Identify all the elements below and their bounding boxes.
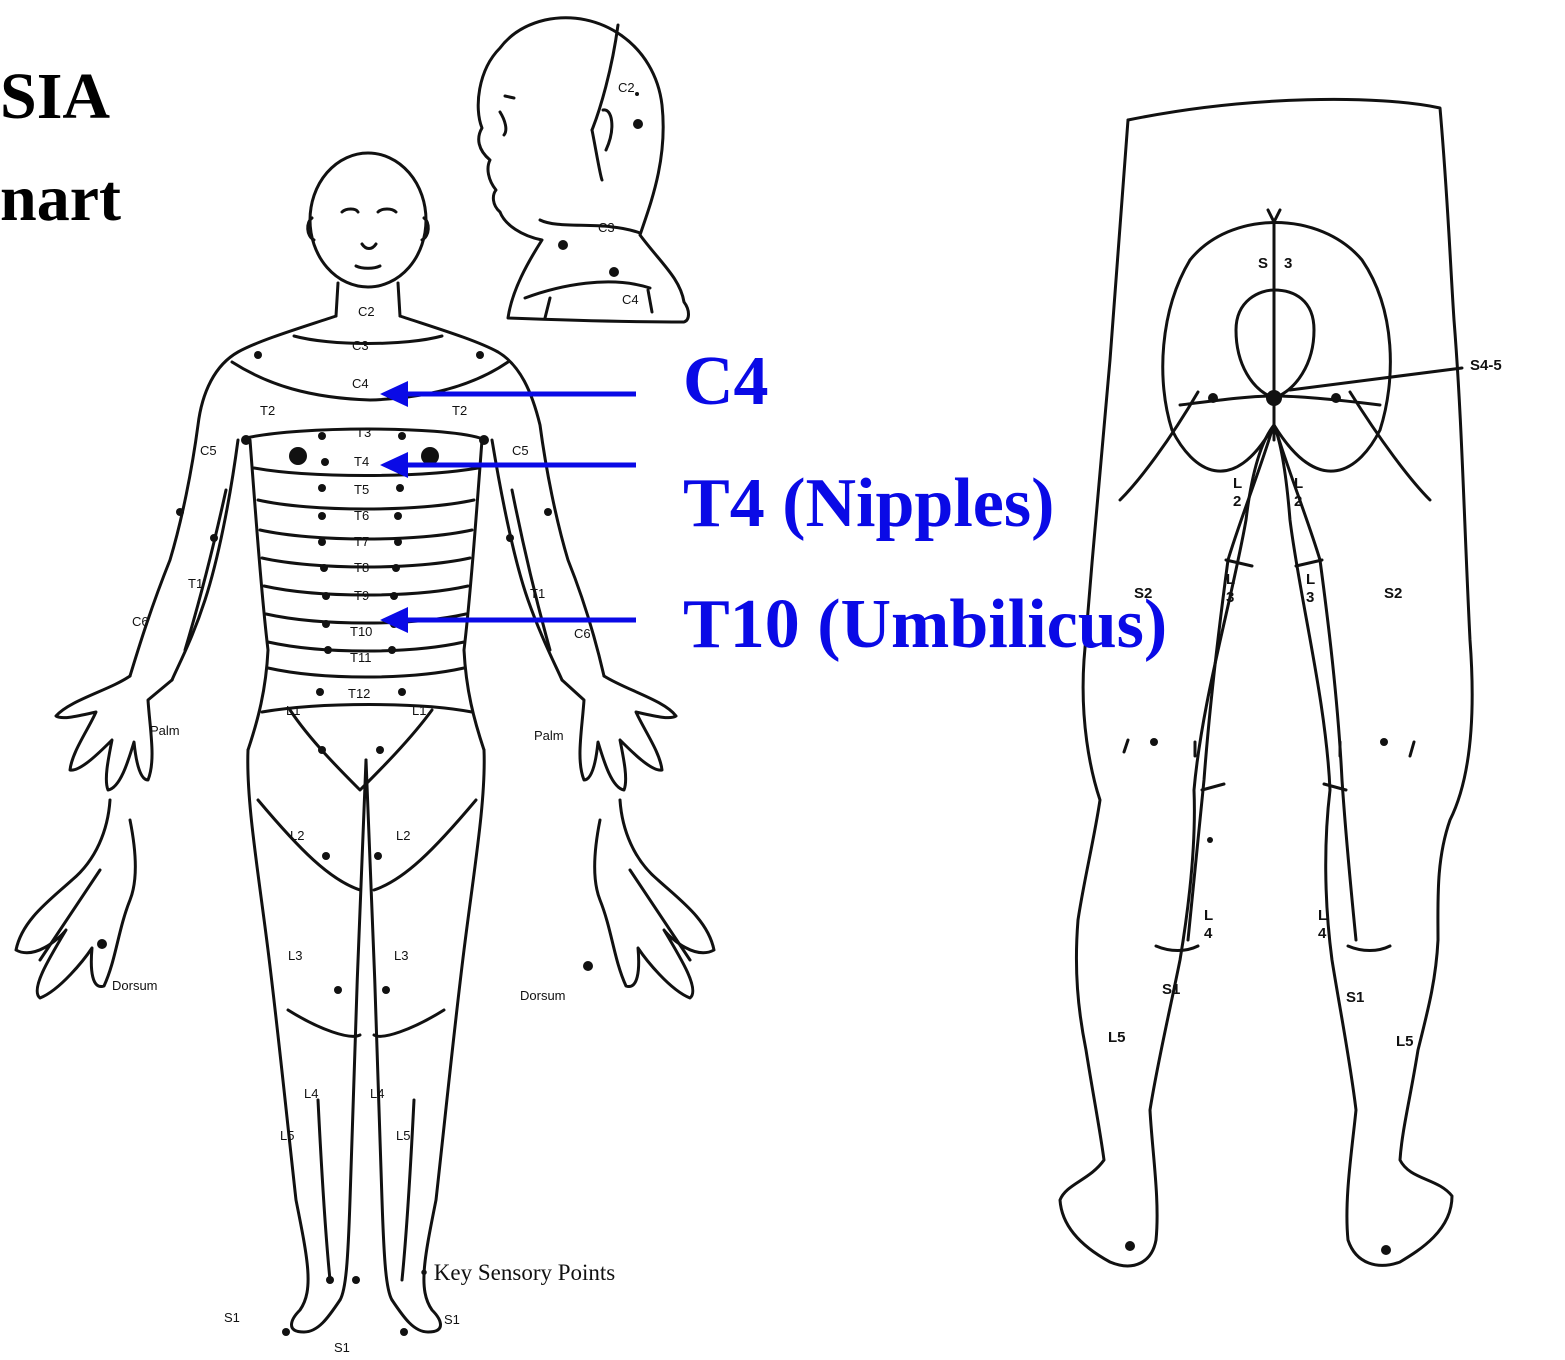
- back-label-l3-left-3: 3: [1226, 589, 1234, 606]
- head-label-c4: C4: [622, 292, 639, 307]
- label-s1-right: S1: [444, 1312, 460, 1327]
- label-dorsum-right: Dorsum: [520, 988, 566, 1003]
- back-label-l3-right-3: 3: [1306, 589, 1314, 606]
- label-t5: T5: [354, 482, 369, 497]
- label-c4-front: C4: [352, 376, 369, 391]
- back-label-s2-right: S2: [1384, 585, 1402, 602]
- back-label-l2-left-l: L: [1233, 475, 1242, 492]
- back-label-s1-left: S1: [1162, 981, 1180, 998]
- head-label-c3: C3: [598, 220, 615, 235]
- label-s1-left: S1: [224, 1310, 240, 1325]
- back-label-l3-left-l: L: [1226, 571, 1235, 588]
- key-sensory-points-front: [97, 351, 593, 1336]
- label-s1-center: S1: [334, 1340, 350, 1355]
- label-t3: T3: [356, 425, 371, 440]
- label-palm-right: Palm: [534, 728, 564, 743]
- back-label-l2-left-2: 2: [1233, 493, 1241, 510]
- label-t10: T10: [350, 624, 372, 639]
- back-label-l4-right-4: 4: [1318, 925, 1327, 942]
- label-dorsum-left: Dorsum: [112, 978, 158, 993]
- callout-t10-umbilicus: T10 (Umbilicus): [683, 590, 1167, 660]
- label-c6-left: C6: [132, 614, 149, 629]
- back-label-l5-right: L5: [1396, 1033, 1414, 1050]
- label-c5-left: C5: [200, 443, 217, 458]
- back-legs-figure: [1060, 99, 1472, 1265]
- arrow-c4: [380, 381, 636, 407]
- back-label-s1-right: S1: [1346, 989, 1364, 1006]
- label-l3-left: L3: [288, 948, 302, 963]
- back-label-l3-right-l: L: [1306, 571, 1315, 588]
- head-profile-figure: [478, 18, 688, 322]
- label-l5-left: L5: [280, 1128, 294, 1143]
- label-l4-right: L4: [370, 1086, 384, 1101]
- back-label-l4-right-l: L: [1318, 907, 1327, 924]
- head-label-c2: C2: [618, 80, 635, 95]
- back-label-l4-left-l: L: [1204, 907, 1213, 924]
- label-t11: T11: [350, 650, 371, 665]
- title-line-1: SIA: [0, 64, 110, 130]
- label-c3: C3: [352, 338, 369, 353]
- label-l3-right: L3: [394, 948, 408, 963]
- key-sensory-points-back: [1125, 390, 1391, 1255]
- label-t12: T12: [348, 686, 370, 701]
- back-label-l4-left-4: 4: [1204, 925, 1213, 942]
- label-t4: T4: [354, 454, 369, 469]
- label-l5-right: L5: [396, 1128, 410, 1143]
- label-t2-right: T2: [452, 403, 467, 418]
- back-label-s3-3: 3: [1284, 255, 1292, 272]
- label-l4-left: L4: [304, 1086, 318, 1101]
- label-t1-right: T1: [530, 586, 545, 601]
- label-t8: T8: [354, 560, 369, 575]
- label-l1-right: L1: [412, 703, 426, 718]
- callout-t4-nipples: T4 (Nipples): [683, 469, 1054, 539]
- label-c2: C2: [358, 304, 375, 319]
- label-t6: T6: [354, 508, 369, 523]
- label-palm-left: Palm: [150, 723, 180, 738]
- key-sensory-points-legend: • Key Sensory Points: [420, 1260, 615, 1285]
- back-label-s3-s: S: [1258, 255, 1268, 272]
- title-line-2: nart: [0, 166, 121, 232]
- label-t9: T9: [354, 588, 369, 603]
- front-body-figure: [16, 153, 714, 1332]
- callout-c4: C4: [683, 347, 769, 417]
- back-label-l2-right-2: 2: [1294, 493, 1302, 510]
- back-label-l2-right-l: L: [1294, 475, 1303, 492]
- label-l2-left: L2: [290, 828, 304, 843]
- label-c5-right: C5: [512, 443, 529, 458]
- label-t7: T7: [354, 534, 369, 549]
- label-l2-right: L2: [396, 828, 410, 843]
- label-t2-left: T2: [260, 403, 275, 418]
- label-t1-left: T1: [188, 576, 203, 591]
- label-c6-right: C6: [574, 626, 591, 641]
- back-label-s45: S4-5: [1470, 357, 1502, 374]
- back-label-l5-left: L5: [1108, 1029, 1126, 1046]
- label-l1-left: L1: [286, 703, 300, 718]
- arrow-t10: [380, 607, 636, 633]
